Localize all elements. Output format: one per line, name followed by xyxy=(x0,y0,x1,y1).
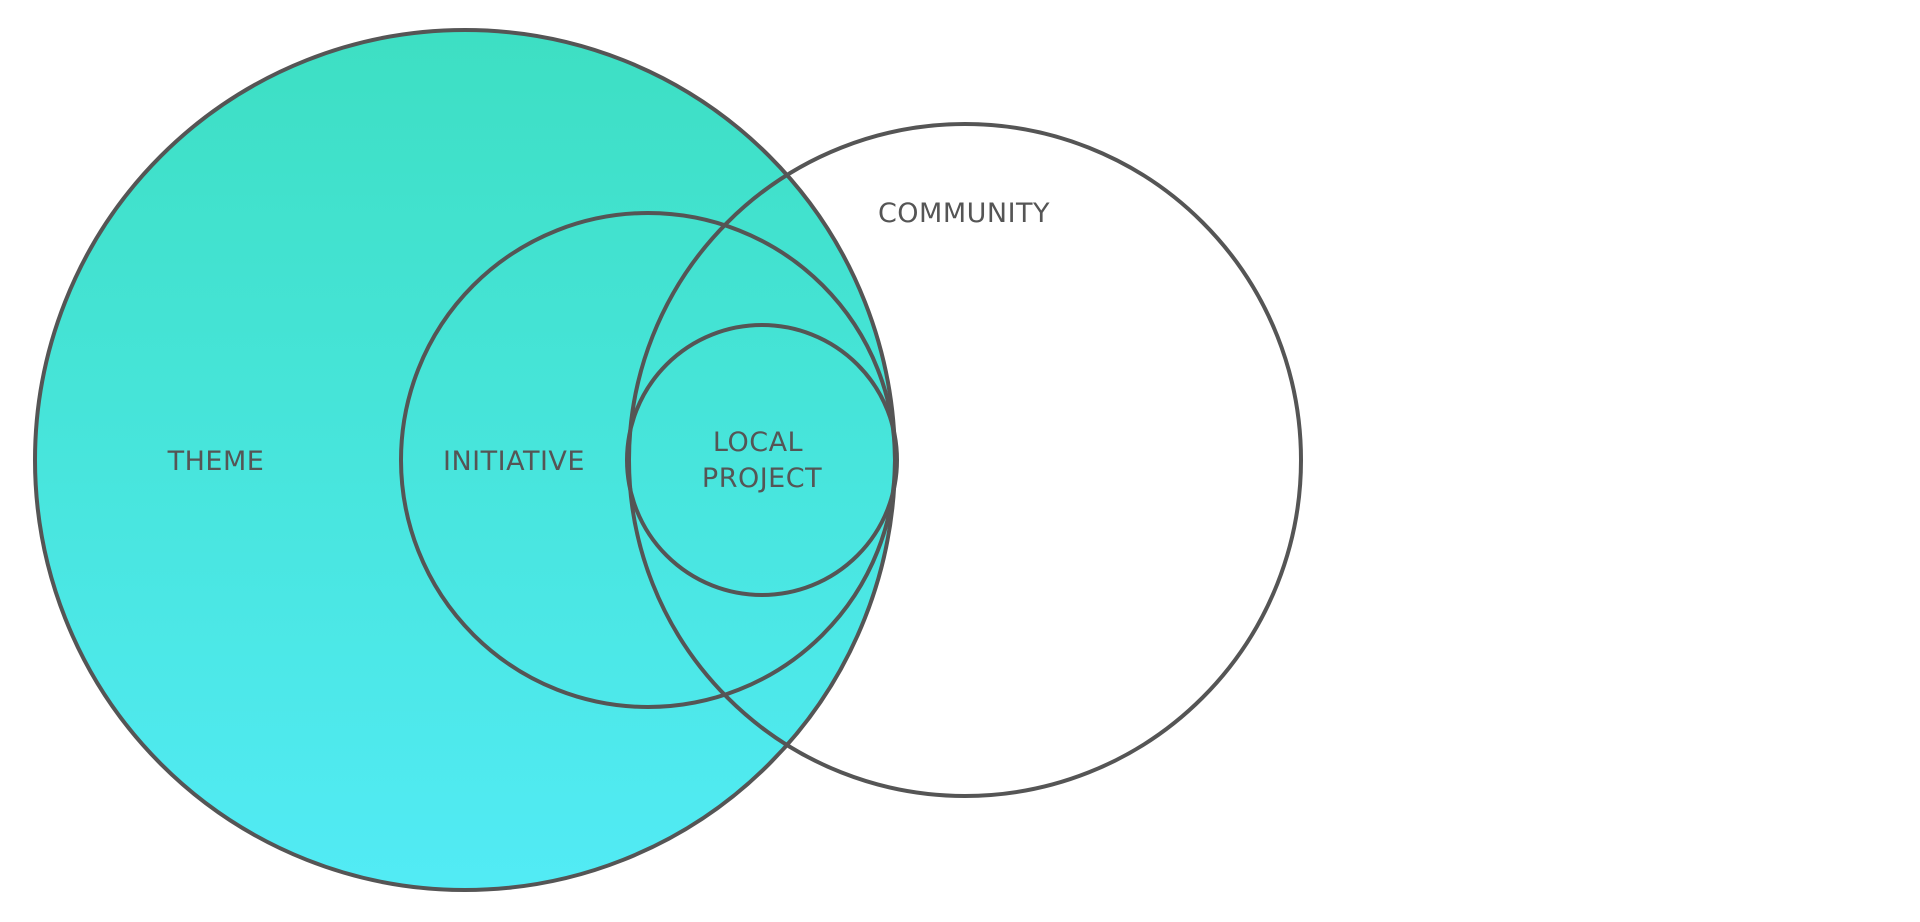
local-project-label-line2: PROJECT xyxy=(702,463,822,494)
local-project-circle xyxy=(625,323,899,597)
initiative-label: INITIATIVE xyxy=(443,446,585,477)
theme-label: THEME xyxy=(167,446,265,477)
community-label: COMMUNITY xyxy=(878,198,1050,229)
local-project-label-line1: LOCAL xyxy=(713,427,803,458)
